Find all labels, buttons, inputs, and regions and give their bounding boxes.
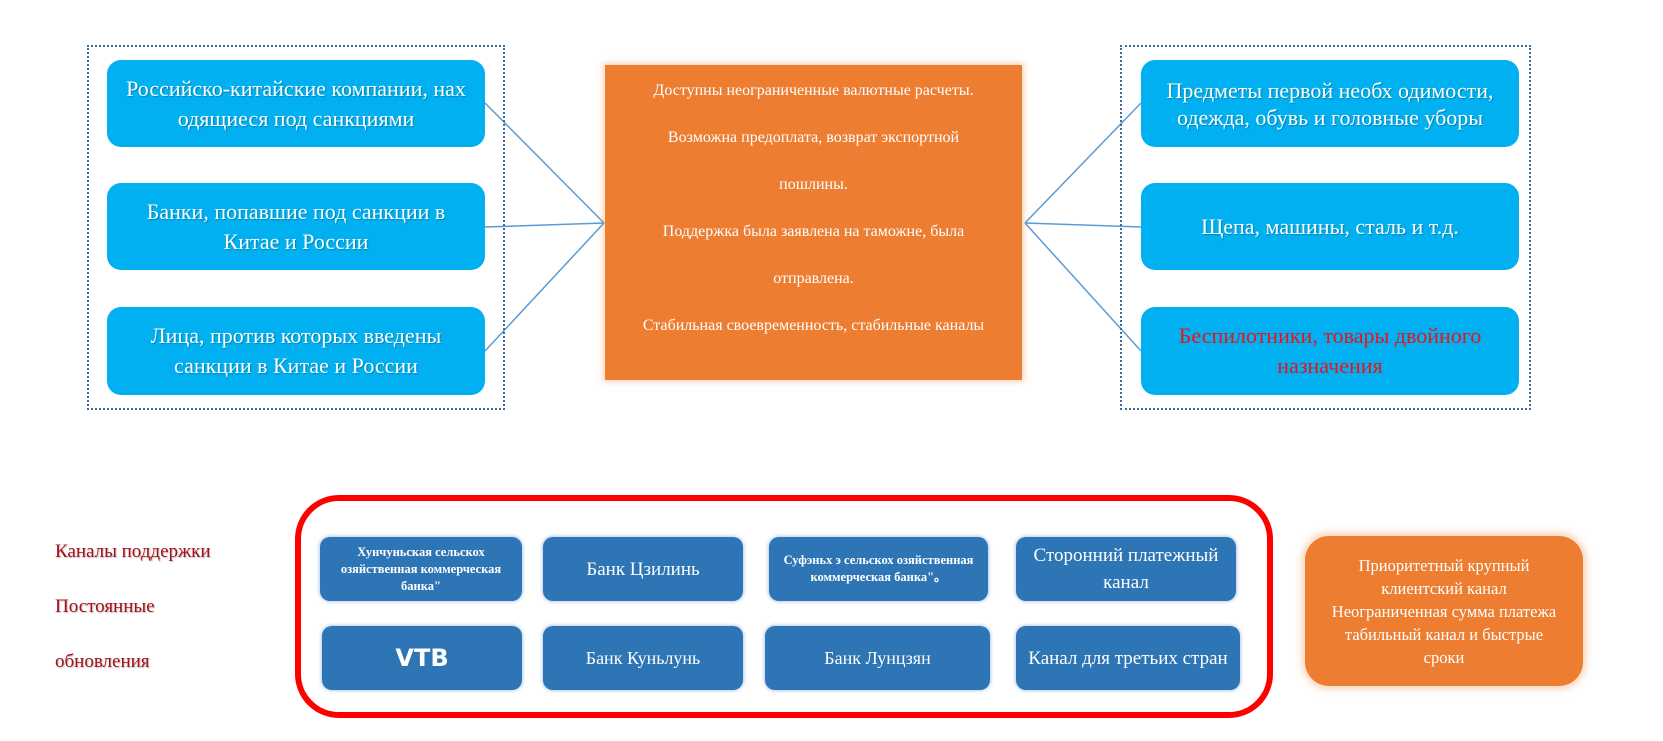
priority-line: табильный канал и быстрые — [1344, 624, 1544, 644]
sanctioned-persons-box: Лица, против которых введены санкции в К… — [107, 307, 485, 395]
goods-group — [1120, 45, 1531, 410]
priority-line: Приоритетный крупный — [1358, 555, 1530, 575]
channel-suifenhe-bank: Суфэньх э сельскох озяйственная коммерче… — [769, 537, 988, 601]
channel-label: Суфэньх э сельскох озяйственная коммерче… — [783, 553, 974, 584]
channel-hunchun-bank: Хунчуньская сельскох озяйственная коммер… — [320, 537, 522, 601]
priority-line: клиентский канал — [1381, 578, 1507, 598]
sanctioned-entities-group — [87, 45, 505, 410]
priority-line: сроки — [1423, 647, 1465, 667]
channel-third-party-payment: Сторонний платежный канал — [1016, 537, 1236, 601]
channel-label: Канал для третьих стран — [1028, 647, 1228, 669]
sanctioned-banks-text: Банки, попавшие под санкции в Китае и Ро… — [146, 198, 446, 254]
channel-label: Банк Куньлунь — [585, 647, 701, 668]
benefit-line: пошлины. — [779, 176, 848, 193]
channels-frame — [295, 495, 1273, 718]
support-channels-label: Каналы поддержки — [55, 541, 211, 562]
sanctioned-banks-box: Банки, попавшие под санкции в Китае и Ро… — [107, 183, 485, 270]
center-benefits-box: Доступны неограниченные валютные расчеты… — [605, 65, 1022, 380]
channel-longjiang-bank: Банк Лунцзян — [765, 626, 990, 690]
benefit-line: Поддержка была заявлена на таможне, была — [662, 223, 965, 240]
channel-label: Сторонний платежный канал — [1033, 545, 1219, 593]
essential-goods-box: Предметы первой необх одимости, одежда, … — [1141, 60, 1519, 147]
channel-label: VTB — [395, 644, 449, 672]
channel-jilin-bank: Банк Цзилинь — [543, 537, 743, 601]
raw-materials-text: Щепа, машины, сталь и т.д. — [1201, 213, 1459, 239]
benefit-line: Стабильная своевременность, стабильные к… — [642, 317, 985, 334]
benefit-line: Доступны неограниченные валютные расчеты… — [653, 82, 974, 99]
channel-kunlun-bank: Банк Куньлунь — [543, 626, 743, 690]
raw-materials-box: Щепа, машины, сталь и т.д. — [1141, 183, 1519, 270]
sanctioned-companies-box: Российско-китайские компании, нах одящие… — [107, 60, 485, 147]
dual-use-goods-text: Беспилотники, товары двойного назначения — [1178, 323, 1482, 378]
channel-label: Хунчуньская сельскох озяйственная коммер… — [340, 544, 502, 593]
channel-label: Банк Лунцзян — [824, 647, 931, 668]
priority-line: Неограниченная сумма платежа — [1331, 601, 1557, 621]
dual-use-goods-box: Беспилотники, товары двойного назначения — [1141, 307, 1519, 395]
channel-vtb: VTB — [322, 626, 522, 690]
benefit-line: Возможна предоплата, возврат экспортной — [667, 129, 960, 146]
priority-channel-box: Приоритетный крупный клиентский канал Не… — [1305, 536, 1583, 686]
sanctioned-persons-text: Лица, против которых введены санкции в К… — [150, 323, 442, 378]
channel-label: Банк Цзилинь — [586, 558, 700, 580]
benefit-line: отправлена. — [773, 270, 854, 287]
channel-third-countries: Канал для третьих стран — [1016, 626, 1240, 690]
constant-label: Постоянные — [55, 596, 155, 617]
essential-goods-text: Предметы первой необх одимости, одежда, … — [1166, 77, 1494, 130]
updates-label: обновления — [55, 651, 150, 672]
sanctioned-companies-text: Российско-китайские компании, нах одящие… — [126, 75, 466, 131]
